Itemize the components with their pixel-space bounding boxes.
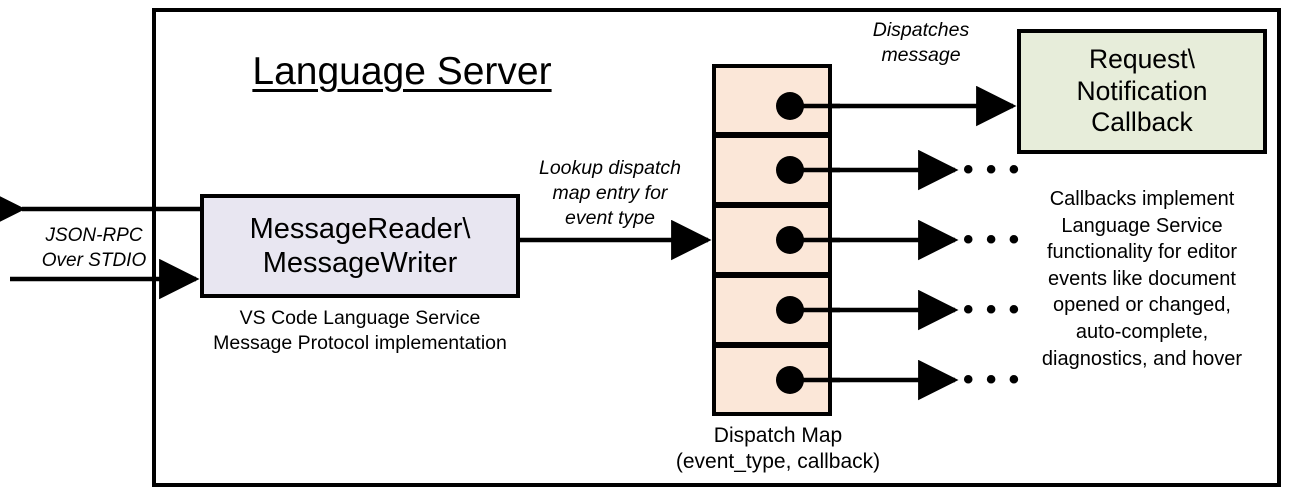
dispatch-map-row-4[interactable] (712, 274, 832, 346)
ellipsis-row-3: • • • (963, 223, 1022, 256)
message-reader-writer-box[interactable]: MessageReader\ MessageWriter (200, 194, 520, 298)
json-rpc-transport-label: JSON-RPC Over STDIO (41, 225, 147, 271)
ellipsis-row-4: • • • (963, 293, 1022, 326)
dispatch-map-row-2[interactable] (712, 134, 832, 206)
dispatch-map-row-3[interactable] (712, 204, 832, 276)
dispatches-message-label: Dispatches message (872, 19, 970, 66)
lookup-dispatch-label: Lookup dispatch map entry for event type (538, 157, 682, 229)
request-notification-callback-label: Request\ Notification Callback (1076, 43, 1208, 138)
ellipsis-row-2: • • • (963, 153, 1022, 186)
dispatch-map-row-5[interactable] (712, 344, 832, 416)
callback-description: Callbacks implement Language Service fun… (1041, 188, 1243, 370)
dispatch-map-caption: Dispatch Map (event_type, callback) (675, 424, 881, 474)
message-reader-writer-caption: VS Code Language Service Message Protoco… (213, 307, 507, 354)
page-title: Language Server (252, 50, 552, 93)
ellipsis-row-5: • • • (963, 363, 1022, 396)
request-notification-callback-box[interactable]: Request\ Notification Callback (1017, 29, 1267, 154)
language-server-boundary (152, 8, 1281, 487)
dispatch-map-row-1[interactable] (712, 64, 832, 136)
message-reader-writer-label: MessageReader\ MessageWriter (249, 212, 471, 279)
